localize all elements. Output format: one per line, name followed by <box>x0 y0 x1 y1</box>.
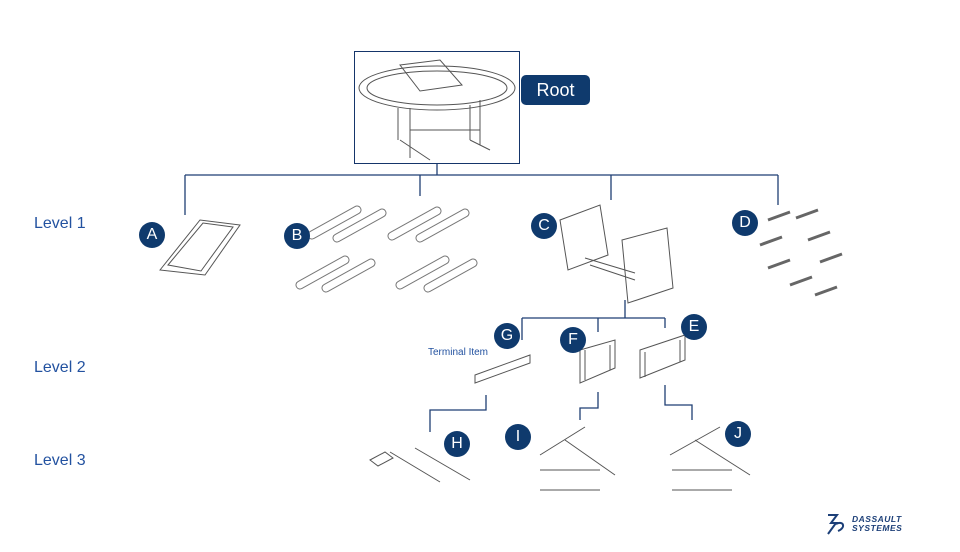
terminal-item-label: Terminal Item <box>428 347 489 358</box>
part-g-terminal-item-image <box>474 354 531 384</box>
part-d-screws-image <box>759 208 843 297</box>
badge-a: A <box>139 222 165 248</box>
root-label: Root <box>521 75 590 105</box>
badge-e: E <box>681 314 707 340</box>
logo-line1: DASSAULT <box>852 514 902 524</box>
badge-g: G <box>494 323 520 349</box>
level-2-label: Level 2 <box>34 359 86 376</box>
part-b-dowels-image <box>295 205 478 293</box>
part-j-components-image <box>669 426 751 491</box>
table-root-image <box>358 59 516 161</box>
part-f-frame-image <box>579 339 616 384</box>
badge-j: J <box>725 421 751 447</box>
part-c-leg-frame-image <box>559 204 674 304</box>
part-a-tabletop-image <box>159 219 241 276</box>
badge-c: C <box>531 213 557 239</box>
badge-f: F <box>560 327 586 353</box>
part-i-components-image <box>539 426 616 491</box>
root-node-box <box>354 51 520 164</box>
tree-connectors <box>184 164 779 432</box>
badge-d: D <box>732 210 758 236</box>
level-3-label: Level 3 <box>34 452 86 469</box>
badge-i: I <box>505 424 531 450</box>
badge-h: H <box>444 431 470 457</box>
part-h-components-image <box>369 447 471 483</box>
badge-b: B <box>284 223 310 249</box>
logo-line2: SYSTEMES <box>852 523 903 533</box>
3ds-logo-icon <box>827 514 844 535</box>
part-e-frame-image <box>639 334 686 379</box>
level-1-label: Level 1 <box>34 215 86 232</box>
